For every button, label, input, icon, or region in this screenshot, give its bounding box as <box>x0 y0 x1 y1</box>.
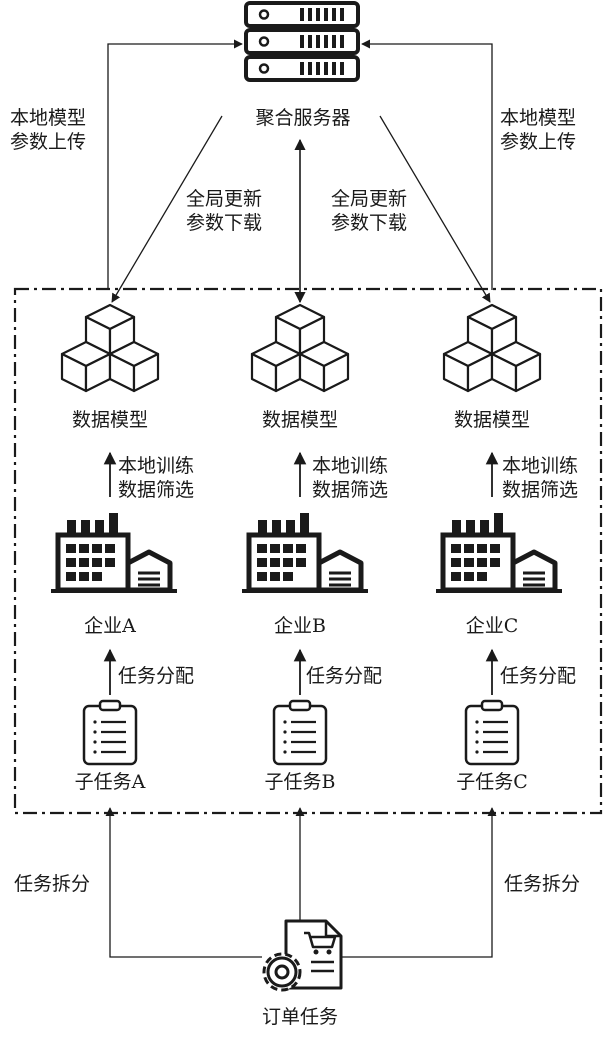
order-document-cart-gear-icon <box>262 919 343 992</box>
upload-label-right-line1: 本地模型 <box>500 107 577 129</box>
model-label-c: 数据模型 <box>453 409 530 431</box>
download-arrow-left <box>111 115 223 303</box>
model-icon-a <box>60 303 160 393</box>
download-label-right-line1: 全局更新 <box>331 188 408 210</box>
download-label-left-line1: 全局更新 <box>186 188 263 210</box>
upload-label-left-line2: 参数上传 <box>10 131 87 153</box>
clipboard-icon-c <box>464 699 520 766</box>
enterprise-boundary <box>13 287 603 815</box>
clipboard-icon-b <box>272 699 328 766</box>
split-label-left: 任务拆分 <box>14 873 91 895</box>
enterprise-name-c: 企业C <box>465 615 519 637</box>
server-icon <box>244 1 360 82</box>
split-arrow-right <box>340 807 497 958</box>
download-label-left-line2: 参数下载 <box>186 212 263 234</box>
download-label-right-line2: 参数下载 <box>331 212 408 234</box>
train-label-b-line1: 本地训练 <box>312 455 389 477</box>
model-label-a: 数据模型 <box>71 409 148 431</box>
train-label-c-line1: 本地训练 <box>502 455 579 477</box>
upload-arrow-right <box>361 39 493 290</box>
clipboard-icon-a <box>82 699 138 766</box>
factory-icon-c <box>436 513 562 591</box>
train-label-a-line1: 本地训练 <box>118 455 195 477</box>
subtask-label-c: 子任务C <box>456 771 528 793</box>
download-arrow-right <box>379 115 491 303</box>
upload-label-left-line1: 本地模型 <box>10 107 87 129</box>
train-label-a-line2: 数据筛选 <box>118 479 195 501</box>
subtask-label-a: 子任务A <box>74 771 146 793</box>
upload-label-right-line2: 参数上传 <box>500 131 577 153</box>
train-label-c-line2: 数据筛选 <box>502 479 579 501</box>
model-icon-b <box>250 303 350 393</box>
split-arrow-left <box>105 807 262 958</box>
model-label-b: 数据模型 <box>261 409 338 431</box>
model-icon-c <box>442 303 542 393</box>
split-label-right: 任务拆分 <box>504 873 581 895</box>
train-label-b-line2: 数据筛选 <box>312 479 389 501</box>
enterprise-name-a: 企业A <box>84 615 136 637</box>
subtask-label-b: 子任务B <box>264 771 336 793</box>
order-label: 订单任务 <box>261 1006 338 1028</box>
factory-icon-b <box>242 513 368 591</box>
server-label: 聚合服务器 <box>255 107 351 129</box>
assign-label-a: 任务分配 <box>118 665 195 687</box>
factory-icon-a <box>51 513 177 591</box>
upload-arrow-left <box>107 39 243 290</box>
assign-label-b: 任务分配 <box>306 665 383 687</box>
assign-label-c: 任务分配 <box>500 665 577 687</box>
enterprise-name-b: 企业B <box>274 615 326 637</box>
